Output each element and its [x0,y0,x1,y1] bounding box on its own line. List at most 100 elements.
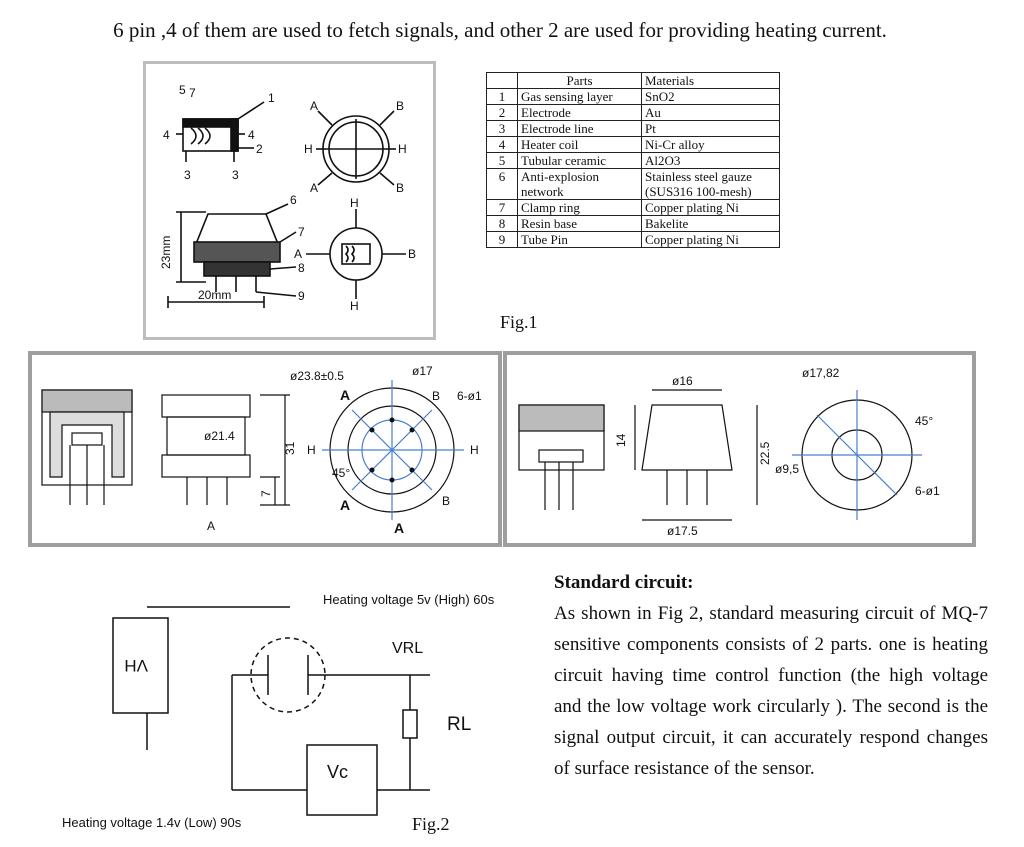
fig1-pin-a1: A [310,99,318,113]
table-header-num [486,72,518,89]
fig2-caption: Fig.2 [412,814,450,834]
fig1-label-9: 9 [298,289,305,303]
vh-label: VH [124,656,148,675]
fig1-label-1: 1 [268,91,275,105]
drawing1-d-pin-circle: ø17 [412,364,433,378]
rl-resistor [402,709,418,739]
fig1-label-4b: 4 [248,128,255,142]
table-cell-part: Electrode [517,104,642,121]
table-cell-material: Bakelite [641,215,780,232]
fig1-label-6: 6 [290,193,297,207]
fig1-dim-height: 23mm [159,236,173,269]
standard-circuit-text: As shown in Fig 2, standard measuring ci… [554,603,988,779]
table-cell-num: 7 [486,199,518,216]
drawing2-d-base: ø17.5 [667,524,698,538]
rl-label: RL [447,714,471,735]
fig1-label-7b: 7 [298,225,305,239]
drawing1-pins: 6-ø1 [457,389,482,403]
table-row: 6 Anti-explosion network Stainless steel… [486,168,780,200]
table-cell-part: Tube Pin [517,231,642,248]
drawing1-svg: ø23.8±0.5 ø17 6-ø1 ø21.4 31 7 45° A B H … [41,364,482,536]
table-cell-part: Heater coil [517,136,642,153]
table-cell-num: 1 [486,88,518,105]
table-cell-material: Stainless steel gauze (SUS316 100-mesh) [641,168,780,200]
drawing1-h-left: H [307,443,316,457]
drawing2-d-pins: ø9,5 [775,462,799,476]
fig1-pin-h4: H [350,299,359,313]
table-header-parts: Parts [517,72,642,89]
drawing1-a-bottom: A [340,497,350,513]
drawing2-svg: ø16 ø17,82 14 22.5 ø9,5 6-ø1 ø17.5 45° [518,366,940,538]
drawing1-d-outer: ø23.8±0.5 [290,369,344,383]
table-row: 2 Electrode Au [486,104,780,121]
fig1-caption: Fig.1 [500,312,538,332]
drawing2-height-body: 14 [614,433,628,447]
vrl-label: VRL [392,640,423,657]
table-cell-material: Au [641,104,780,121]
vh-source-box [112,617,169,714]
table-row: 5 Tubular ceramic Al2O3 [486,152,780,169]
table-cell-num: 8 [486,215,518,232]
table-cell-num: 5 [486,152,518,169]
heating-low-label: Heating voltage 1.4v (Low) 90s [62,815,242,830]
fig1-label-4a: 4 [163,128,170,142]
table-cell-num: 2 [486,104,518,121]
drawing1-angle: 45° [332,466,350,480]
fig1-label-7: 7 [189,86,196,100]
fig1-pin-b3: B [408,247,416,261]
fig1-label-5: 5 [179,83,186,97]
drawing1-d-body: ø21.4 [204,429,235,443]
table-row: 4 Heater coil Ni-Cr alloy [486,136,780,153]
table-header-row: Parts Materials [486,72,780,89]
table-cell-part: Resin base [517,215,642,232]
technical-drawing-1: ø23.8±0.5 ø17 6-ø1 ø21.4 31 7 45° A B H … [28,351,502,547]
fig1-label-2: 2 [256,142,263,156]
drawing2-angle: 45° [915,414,933,428]
drawing1-h-right: H [470,443,479,457]
fig1-dim-width: 20mm [198,288,231,302]
fig1-pin-h1: H [304,142,313,156]
fig1-pin-a3: A [294,247,302,261]
fig1-label-8: 8 [298,261,305,275]
table-cell-material: Copper plating Ni [641,199,780,216]
table-row: 8 Resin base Bakelite [486,215,780,232]
parts-table: Parts Materials 1 Gas sensing layer SnO2… [486,72,780,248]
sensor-element-top [182,118,239,128]
drawing1-b-top: B [432,389,440,403]
table-cell-part: Gas sensing layer [517,88,642,105]
drawing1-a-bottom2: A [394,520,404,536]
drawing2-pins: 6-ø1 [915,484,940,498]
fig1-pin-a2: A [310,181,318,195]
table-cell-material: Al2O3 [641,152,780,169]
table-row: 3 Electrode line Pt [486,120,780,137]
table-cell-material: Ni-Cr alloy [641,136,780,153]
table-cell-material: Copper plating Ni [641,231,780,248]
drawing1-height: 31 [283,441,297,455]
fig1-label-3b: 3 [232,168,239,182]
table-row: 1 Gas sensing layer SnO2 [486,88,780,105]
table-cell-part: Tubular ceramic [517,152,642,169]
table-cell-material: Pt [641,120,780,137]
table-cell-part: Electrode line [517,120,642,137]
table-row: 7 Clamp ring Copper plating Ni [486,199,780,216]
intro-text: 6 pin ,4 of them are used to fetch signa… [113,18,887,42]
table-row: 9 Tube Pin Copper plating Ni [486,231,780,248]
table-cell-num: 6 [486,168,518,200]
table-cell-part: Anti-explosion network [517,168,642,200]
technical-drawing-2: ø16 ø17,82 14 22.5 ø9,5 6-ø1 ø17.5 45° [503,351,976,547]
circuit-diagram: Heating voltage 5v (High) 60s Heating vo… [62,592,495,830]
fig1-pin-h2: H [398,142,407,156]
drawing2-height-total: 22.5 [758,441,772,465]
drawing2-d-outer: ø17,82 [802,366,840,380]
table-cell-part: Clamp ring [517,199,642,216]
fig1-sketch-panel: 5 7 1 4 4 2 3 3 A B H H A B 6 7 8 9 H H … [143,61,436,340]
drawing1-a-top: A [340,387,350,403]
table-cell-num: 9 [486,231,518,248]
drawing2-d-top: ø16 [672,374,693,388]
heating-high-label: Heating voltage 5v (High) 60s [323,592,495,607]
vc-source-box [306,744,378,816]
table-cell-material: SnO2 [641,88,780,105]
fig1-pin-h3: H [350,196,359,210]
fig1-pin-b2: B [396,181,404,195]
drawing1-b-bottom: B [442,494,450,508]
